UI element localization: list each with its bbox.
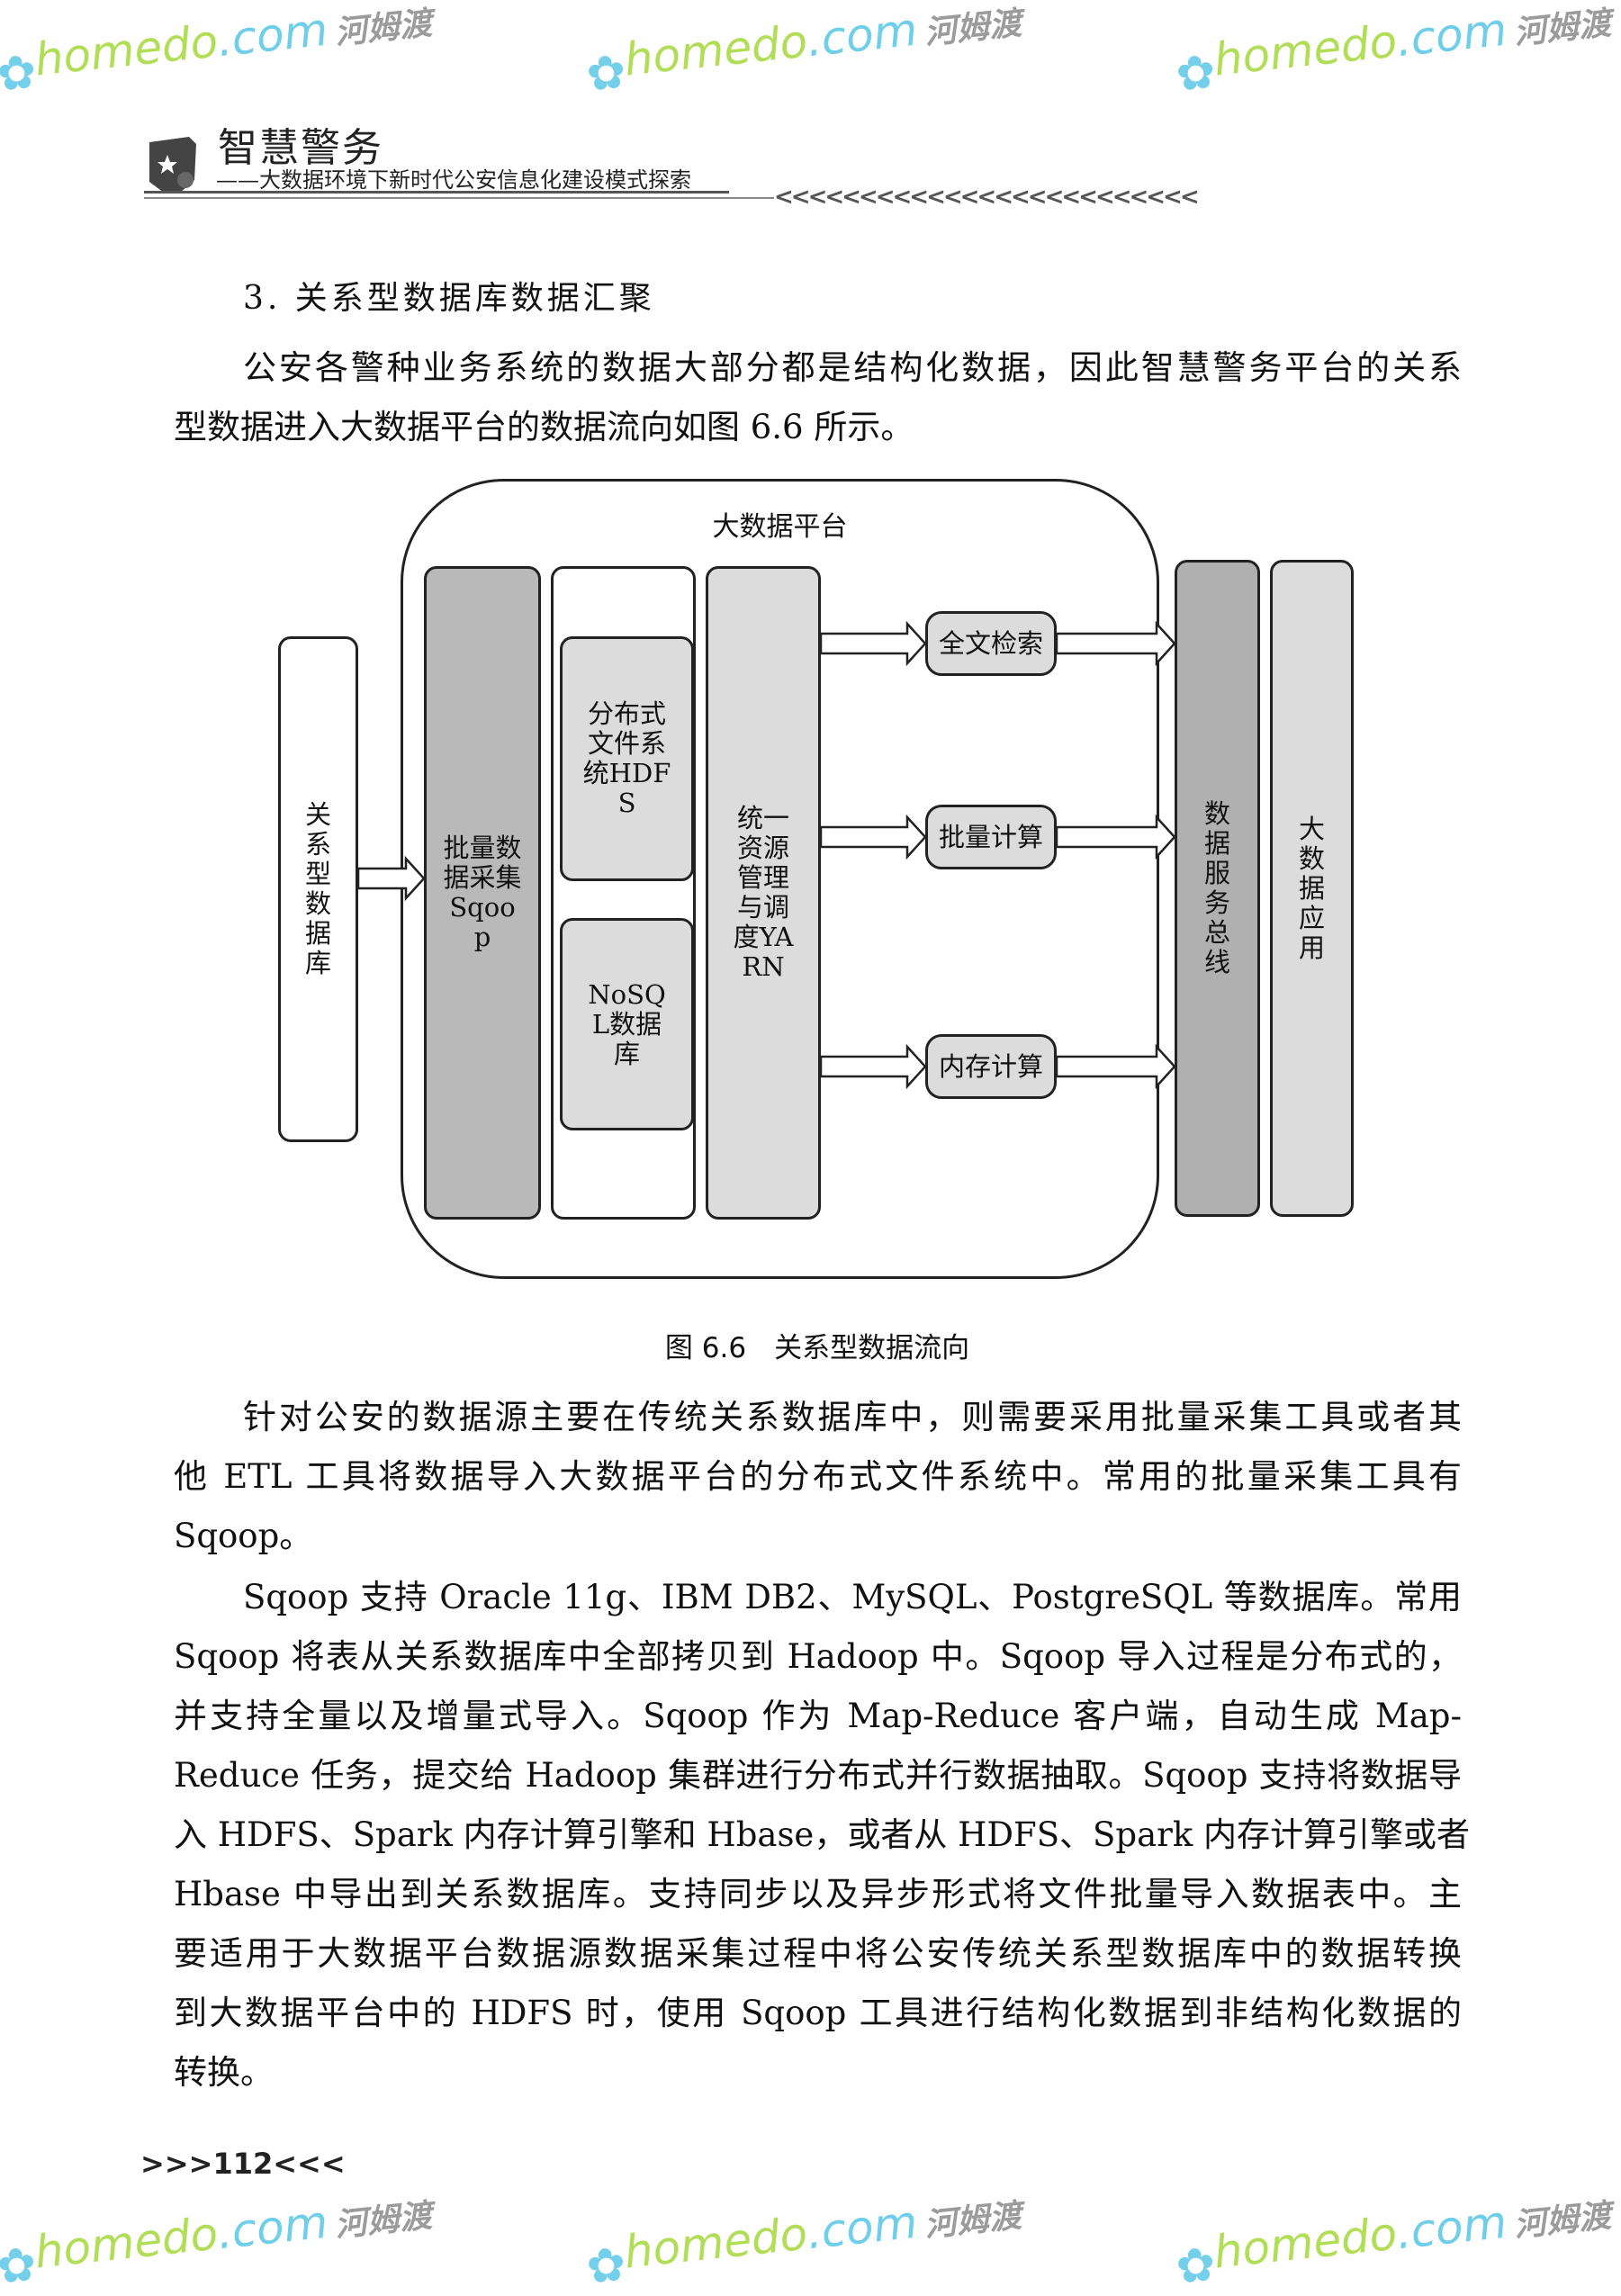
sqoop-label: 批量数据采集Sqoop [443, 833, 522, 952]
yarn-label: 统一资源管理与调度YARN [733, 803, 794, 982]
text-line: 到大数据平台中的 HDFS 时，使用 Sqoop 工具进行结构化数据到非结构化数… [174, 1994, 1462, 2032]
watermark: ✿homedo.com河姆渡 [0, 2183, 436, 2296]
nosql-box: NoSQL数据库 [560, 918, 694, 1130]
watermark: ✿homedo.com河姆渡 [1173, 2195, 1613, 2295]
text-line: 公安各警种业务系统的数据大部分都是结构化数据，因此智慧警务平台的关系 [243, 348, 1462, 387]
paragraph-1: 公安各警种业务系统的数据大部分都是结构化数据，因此智慧警务平台的关系 型数据进入… [174, 338, 1462, 457]
text-line: Hbase 中导出到关系数据库。支持同步以及异步形式将文件批量导入数据表中。主 [174, 1875, 1462, 1913]
text-line: 针对公安的数据源主要在传统关系数据库中，则需要采用批量采集工具或者其 [243, 1398, 1462, 1436]
flow-arrow [1055, 1043, 1176, 1090]
text-line: Sqoop 支持 Oracle 11g、IBM DB2、MySQL、Postgr… [243, 1578, 1462, 1616]
diagram-arrows [356, 620, 1176, 1090]
paragraph-3: Sqoop 支持 Oracle 11g、IBM DB2、MySQL、Postgr… [174, 1568, 1470, 2102]
batch-compute-box: 批量计算 [925, 805, 1057, 869]
engine-label: 全文检索 [938, 627, 1043, 659]
book-title: 智慧警务 [218, 125, 383, 171]
hdfs-box: 分布式文件系统HDFS [560, 636, 694, 881]
relational-db-label: 关系型数据库 [304, 799, 331, 978]
flow-arrow [819, 814, 927, 860]
book-subtitle: ——大数据环境下新时代公安信息化建设模式探索 [216, 167, 691, 193]
flow-arrow [1055, 814, 1176, 860]
header-chevrons: <<<<<<<<<<<<<<<<<<<<<<<<< [774, 184, 1200, 211]
service-bus-label: 数据服务总线 [1203, 798, 1230, 977]
flow-arrow [819, 620, 927, 667]
badge-logo-icon [149, 137, 196, 193]
text-line: 入 HDFS、Spark 内存计算引擎和 Hbase，或者从 HDFS、Spar… [174, 1815, 1470, 1854]
sqoop-box: 批量数据采集Sqoop [424, 566, 541, 1220]
text-line: 型数据进入大数据平台的数据流向如图 6.6 所示。 [174, 408, 914, 446]
flow-arrow [356, 855, 426, 902]
relational-db-box: 关系型数据库 [278, 636, 358, 1142]
page-number: >>>112<<< [140, 2147, 346, 2181]
figure-caption: 图 6.6 关系型数据流向 [664, 1332, 970, 1364]
paragraph-2: 针对公安的数据源主要在传统关系数据库中，则需要采用批量采集工具或者其 他 ETL… [174, 1388, 1462, 1566]
flow-arrow [819, 1043, 927, 1090]
engine-label: 内存计算 [938, 1050, 1043, 1082]
platform-title: 大数据平台 [712, 511, 848, 543]
header-rule [144, 191, 729, 194]
application-label: 大数据应用 [1298, 813, 1325, 963]
section-heading: 3. 关系型数据库数据汇聚 [243, 280, 655, 317]
text-line: 要适用于大数据平台数据源数据采集过程中将公安传统关系型数据库中的数据转换 [174, 1934, 1462, 1973]
data-service-bus-box: 数据服务总线 [1175, 560, 1260, 1217]
big-data-application-box: 大数据应用 [1270, 560, 1354, 1217]
flow-arrow [1055, 620, 1176, 667]
text-line: Sqoop。 [174, 1517, 313, 1555]
text-line: 他 ETL 工具将数据导入大数据平台的分布式文件系统中。常用的批量采集工具有 [174, 1457, 1462, 1496]
engine-label: 批量计算 [938, 821, 1043, 852]
text-line: Reduce 任务，提交给 Hadoop 集群进行分布式并行数据抽取。Sqoop… [174, 1756, 1462, 1795]
header-rule-thin [144, 197, 774, 199]
text-line: 转换。 [174, 2053, 274, 2092]
text-line: 并支持全量以及增量式导入。Sqoop 作为 Map-Reduce 客户端，自动生… [174, 1697, 1462, 1735]
hdfs-label: 分布式文件系统HDFS [582, 698, 671, 818]
yarn-box: 统一资源管理与调度YARN [706, 566, 821, 1220]
memory-compute-box: 内存计算 [925, 1034, 1057, 1099]
text-line: Sqoop 将表从关系数据库中全部拷贝到 Hadoop 中。Sqoop 导入过程… [174, 1637, 1462, 1676]
nosql-label: NoSQL数据库 [588, 978, 666, 1069]
watermark: ✿homedo.com河姆渡 [583, 2195, 1023, 2295]
